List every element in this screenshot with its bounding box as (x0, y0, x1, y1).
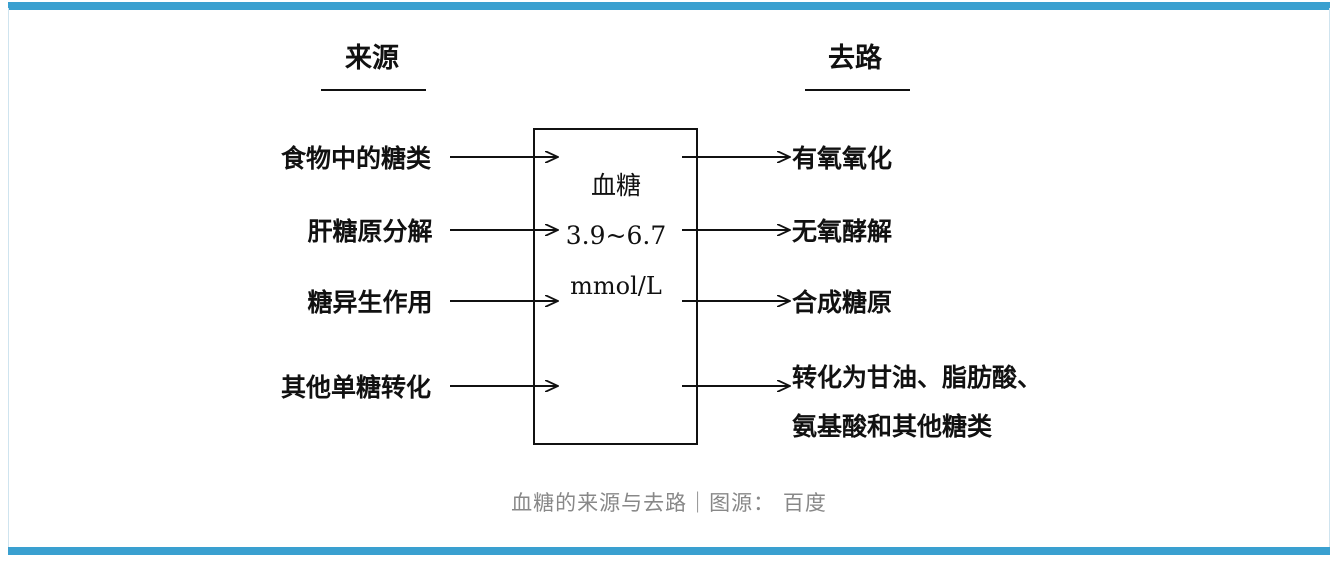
center-range: 3.9~6.7 (566, 221, 666, 250)
destination-label-4-line-2: 氨基酸和其他糖类 (792, 412, 993, 441)
destinations-heading: 去路 (828, 42, 883, 74)
source-label-4: 其他单糖转化 (281, 373, 431, 402)
figure-caption: 血糖的来源与去路｜图源： 百度 (511, 491, 827, 515)
destination-label-3: 合成糖原 (792, 288, 892, 317)
destination-label-2: 无氧酵解 (792, 217, 892, 246)
blood-sugar-box (533, 128, 698, 445)
left-border (8, 8, 9, 548)
source-label-3: 糖异生作用 (307, 288, 432, 317)
center-unit: mmol/L (570, 272, 662, 300)
source-label-2: 肝糖原分解 (307, 217, 432, 246)
bottom-accent-bar (8, 547, 1330, 555)
right-border (1329, 8, 1330, 548)
center-title: 血糖 (591, 171, 641, 200)
top-accent-bar (8, 2, 1330, 10)
destination-label-1: 有氧氧化 (792, 144, 892, 173)
source-label-1: 食物中的糖类 (281, 144, 432, 173)
sources-heading: 来源 (345, 43, 399, 74)
destination-label-4-line-1: 转化为甘油、脂肪酸、 (792, 363, 1042, 392)
